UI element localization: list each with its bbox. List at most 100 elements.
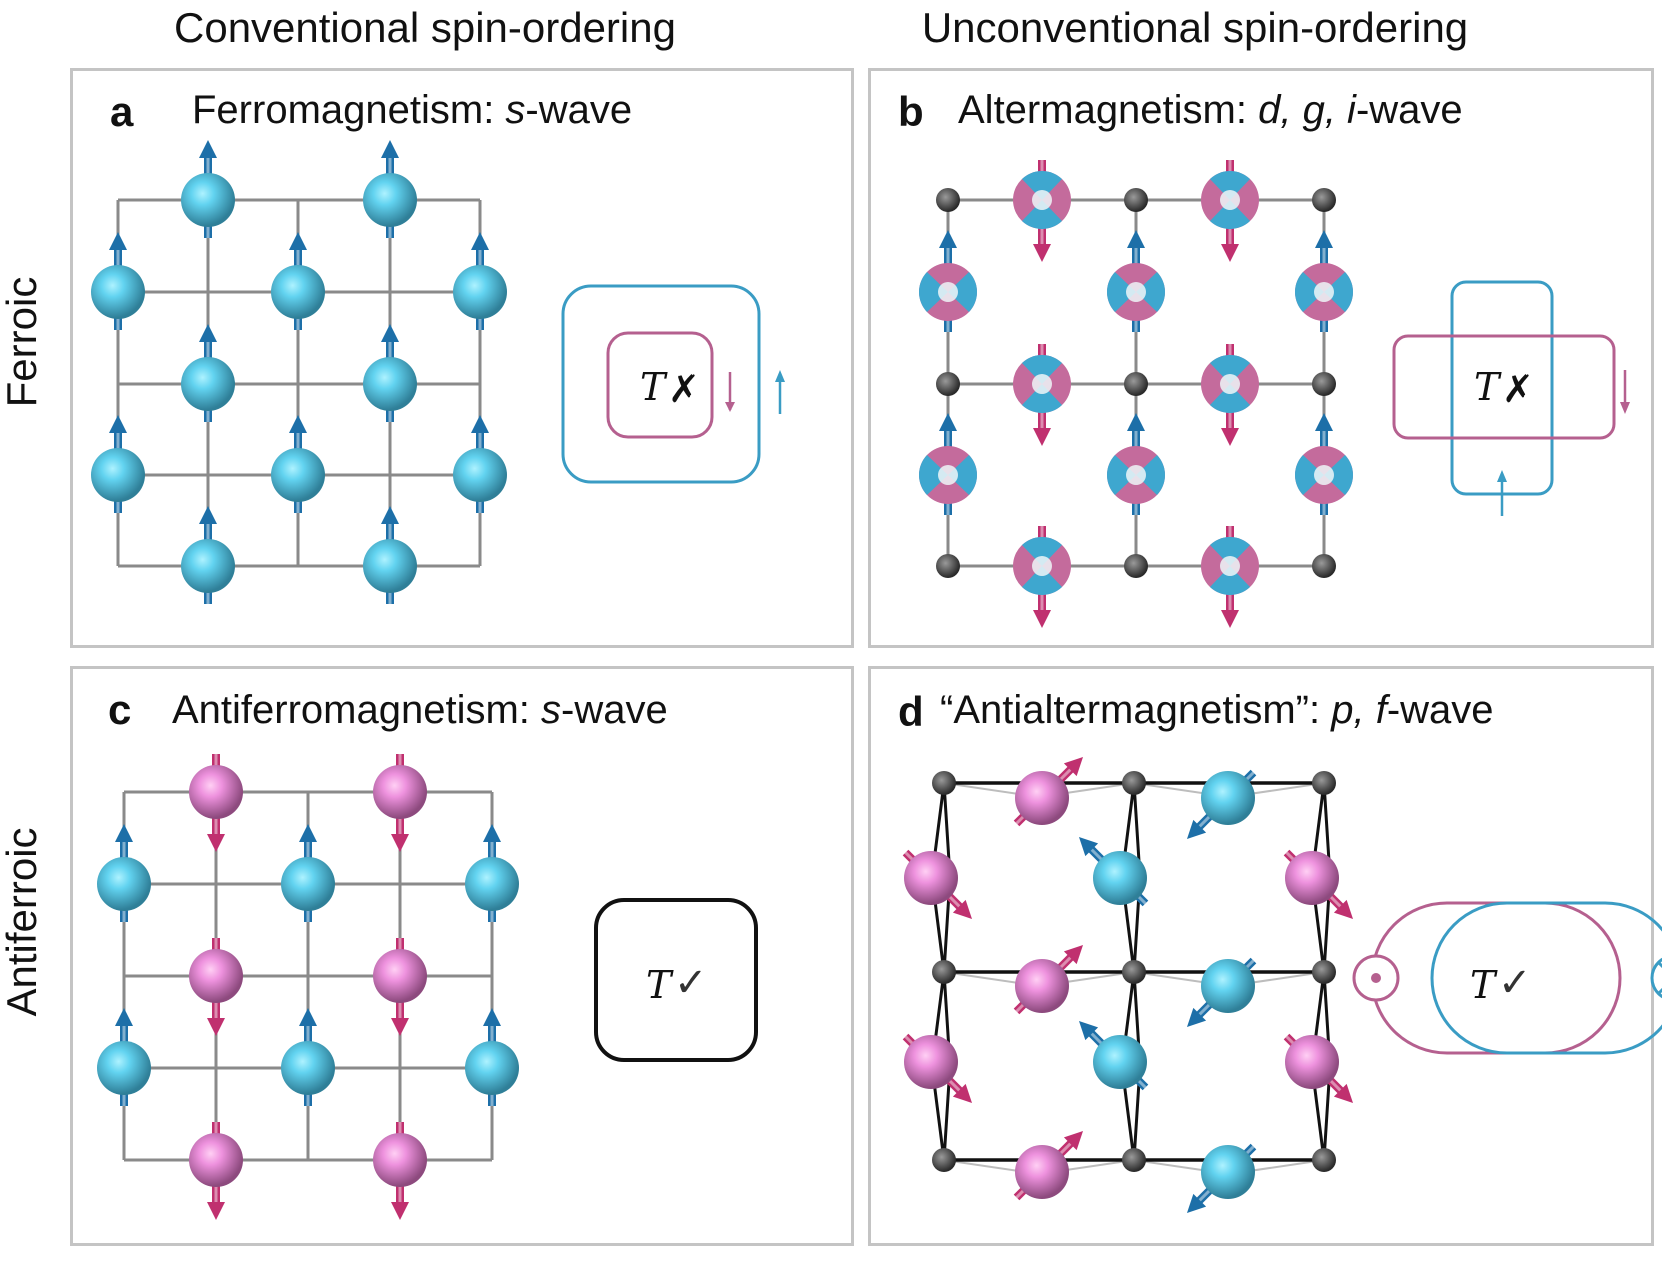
magnetic-atom-blue <box>271 265 325 319</box>
fermi-contour-blue <box>1430 901 1662 1055</box>
atom-lobe-blue <box>948 272 977 312</box>
nonmagnetic-atom <box>1312 188 1336 212</box>
fermi-contour-blue <box>561 284 761 484</box>
spin-arrowhead <box>299 824 317 842</box>
atom-lobe-blue <box>1136 455 1165 495</box>
atom-node <box>1032 556 1052 576</box>
magnetic-atom-blue <box>363 539 417 593</box>
column-heading-unconventional: Unconventional spin-ordering <box>921 4 1469 51</box>
altermagnet-atom-horizontal <box>1107 263 1165 321</box>
panel-c-title: Antiferromagnetism: s-wave <box>172 688 668 732</box>
time-reversal-symbol: T <box>640 365 668 409</box>
spin-arrowhead <box>1033 244 1051 262</box>
time-reversal-symbol: T <box>646 963 674 1007</box>
spin-up-indicator-head <box>1497 470 1507 482</box>
spin-arrowhead <box>109 232 127 250</box>
spin-arrowhead <box>1033 428 1051 446</box>
spin-arrowhead <box>199 506 217 524</box>
spin-arrowhead <box>939 413 957 431</box>
nonmagnetic-atom <box>932 771 956 795</box>
altermagnet-atom-horizontal <box>1295 446 1353 504</box>
nonmagnetic-atom <box>1124 188 1148 212</box>
spin-arrowhead <box>381 506 399 524</box>
atom-lobe-blue <box>1324 455 1353 495</box>
atom-node <box>1126 282 1146 302</box>
atom-lobe-blue <box>1022 355 1062 384</box>
atom-node <box>1220 190 1240 210</box>
magnetic-atom-pink <box>373 1133 427 1187</box>
nonmagnetic-atom <box>1122 960 1146 984</box>
nonmagnetic-atom <box>932 960 956 984</box>
panel-d <box>868 666 1654 1246</box>
spin-arrowhead <box>391 1202 409 1220</box>
atom-node <box>938 282 958 302</box>
spin-arrowhead <box>381 140 399 158</box>
magnetic-atom-blue <box>281 1041 335 1095</box>
spin-arrowhead <box>1127 413 1145 431</box>
nonmagnetic-atom <box>1122 1148 1146 1172</box>
panel-d-label: d <box>898 688 924 735</box>
column-heading-conventional: Conventional spin-ordering <box>174 4 676 51</box>
magnetic-atom-blue <box>91 265 145 319</box>
fermi-contour-pink <box>1392 334 1616 440</box>
magnetic-atom-blue <box>1201 771 1255 825</box>
altermagnet-atom-vertical <box>1013 355 1071 413</box>
time-reversal-symbol: T <box>1470 963 1498 1007</box>
spin-arrowhead <box>1221 244 1239 262</box>
panel-b <box>868 68 1654 648</box>
magnetic-atom-blue <box>465 857 519 911</box>
magnetic-atom-blue <box>363 173 417 227</box>
spin-arrowhead <box>207 1202 225 1220</box>
atom-lobe-blue <box>919 272 948 312</box>
magnetic-atom-pink <box>1285 851 1339 905</box>
spin-arrowhead <box>1221 610 1239 628</box>
magnetic-atom-blue <box>453 448 507 502</box>
spin-arrowhead <box>1315 230 1333 248</box>
magnetic-atom-blue <box>181 173 235 227</box>
spin-arrowhead <box>952 899 973 920</box>
atom-lobe-blue <box>1136 272 1165 312</box>
magnetic-atom-pink <box>1015 959 1069 1013</box>
spin-arrowhead <box>207 1018 225 1036</box>
spin-arrowhead <box>1221 428 1239 446</box>
spin-arrowhead <box>483 1008 501 1026</box>
atom-lobe-blue <box>1210 171 1250 200</box>
nonmagnetic-atom <box>936 188 960 212</box>
atom-node <box>1032 374 1052 394</box>
atom-node <box>1314 282 1334 302</box>
magnetic-atom-pink <box>904 1035 958 1089</box>
atom-lobe-blue <box>1022 384 1062 413</box>
altermagnet-atom-vertical <box>1013 171 1071 229</box>
altermagnet-atom-vertical <box>1201 171 1259 229</box>
nonmagnetic-atom <box>1312 1148 1336 1172</box>
panel-d-title: “Antialtermagnetism”: p, f-wave <box>940 688 1494 732</box>
panel-c-label: c <box>108 686 132 733</box>
spin-arrowhead <box>109 415 127 433</box>
magnetic-atom-blue <box>97 1041 151 1095</box>
spin-arrowhead <box>115 824 133 842</box>
magnetic-atom-pink <box>1015 1145 1069 1199</box>
magnetic-atom-blue <box>1201 959 1255 1013</box>
atom-node <box>1220 374 1240 394</box>
spin-arrowhead <box>1033 610 1051 628</box>
spin-arrowhead <box>1127 230 1145 248</box>
atom-node <box>1032 190 1052 210</box>
spin-arrowhead <box>483 824 501 842</box>
magnetic-atom-blue <box>91 448 145 502</box>
panel-a-label: a <box>110 88 134 135</box>
altermagnet-atom-horizontal <box>1107 446 1165 504</box>
atom-lobe-blue <box>1022 566 1062 595</box>
magnetic-atom-pink <box>189 765 243 819</box>
fermi-contour-degenerate <box>594 898 758 1062</box>
spin-arrowhead <box>199 324 217 342</box>
magnetic-atom-blue <box>465 1041 519 1095</box>
magnetic-atom-pink <box>1015 771 1069 825</box>
spin-arrowhead <box>299 1008 317 1026</box>
spin-out-of-plane-dot <box>1371 973 1381 983</box>
magnetic-atom-blue <box>281 857 335 911</box>
altermagnet-atom-horizontal <box>919 263 977 321</box>
magnetic-atom-pink <box>189 949 243 1003</box>
spin-arrowhead <box>207 834 225 852</box>
panel-a-title: Ferromagnetism: s-wave <box>192 88 633 132</box>
atom-lobe-blue <box>1022 171 1062 200</box>
